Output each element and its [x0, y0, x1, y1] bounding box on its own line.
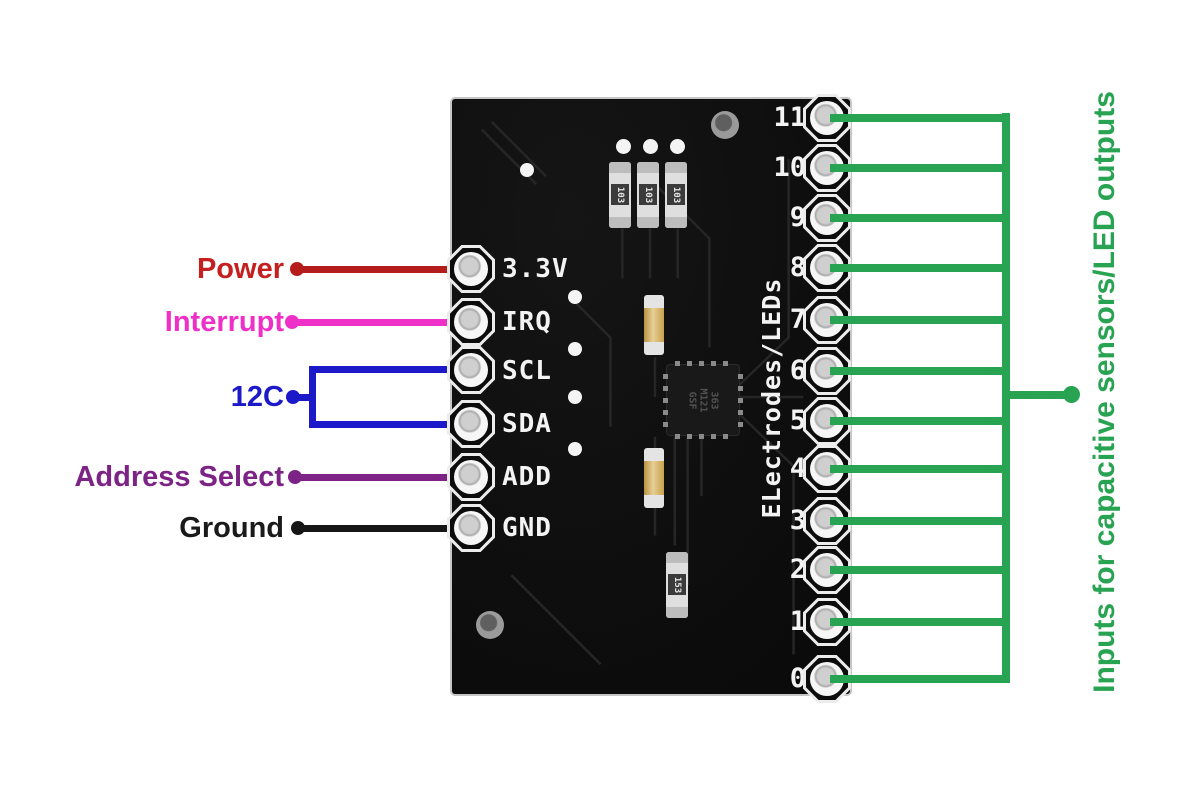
electrodes-leds-silkscreen: ELectrodes/LEDs: [757, 277, 786, 519]
electrode-bus-stub: [1008, 391, 1068, 399]
mounting-hole: [476, 611, 504, 639]
header-pin-4: [803, 445, 851, 493]
pin-number-3: 3: [789, 505, 806, 536]
mounting-hole: [711, 111, 739, 139]
via: [568, 442, 582, 456]
mpr121-chip: 363 M121 GSF: [663, 361, 743, 439]
via: [568, 390, 582, 404]
header-pin-3v3: [447, 245, 495, 293]
electrode-line-3: [830, 517, 1008, 525]
resistor: 153: [666, 552, 688, 618]
pin-number-4: 4: [789, 453, 806, 484]
i2c-label: 12C: [230, 381, 284, 413]
via: [616, 139, 631, 154]
i2c-bracket-vertical: [309, 366, 316, 428]
pcb-board: 103 103 103 153: [450, 97, 852, 696]
electrode-line-0: [830, 675, 1008, 683]
electrode-line-11: [830, 114, 1008, 122]
resistor-marking: 153: [671, 576, 682, 593]
electrode-line-4: [830, 465, 1008, 473]
pin-number-10: 10: [773, 152, 806, 183]
header-pin-gnd: [447, 504, 495, 552]
pin-label-irq: IRQ: [502, 307, 552, 337]
electrode-line-9: [830, 214, 1008, 222]
address-select-label: Address Select: [74, 461, 284, 493]
pin-number-11: 11: [773, 102, 806, 133]
pin-label-gnd: GND: [502, 513, 552, 543]
i2c-leader-stub: [290, 394, 316, 401]
header-pin-add: [447, 453, 495, 501]
electrode-line-7: [830, 316, 1008, 324]
interrupt-label: Interrupt: [164, 306, 284, 338]
resistor: 103: [665, 162, 687, 228]
ground-label: Ground: [179, 512, 284, 544]
electrode-line-5: [830, 417, 1008, 425]
capacitor: [644, 295, 664, 355]
pin-number-6: 6: [789, 355, 806, 386]
i2c-line-sda: [309, 421, 474, 428]
power-label: Power: [196, 253, 284, 285]
chip-marking: 363 M121 GSF: [686, 387, 720, 413]
via: [643, 139, 658, 154]
header-pin-6: [803, 347, 851, 395]
via: [568, 290, 582, 304]
electrode-line-6: [830, 367, 1008, 375]
header-pin-irq: [447, 298, 495, 346]
pin-number-8: 8: [789, 252, 806, 283]
interrupt-leader-line: [289, 319, 474, 326]
pin-number-5: 5: [789, 405, 806, 436]
resistor-marking: 103: [642, 186, 653, 203]
electrode-line-8: [830, 264, 1008, 272]
resistor-marking: 103: [670, 186, 681, 203]
resistor-marking: 103: [614, 186, 625, 203]
capacitor: [644, 448, 664, 508]
via: [520, 163, 534, 177]
pcb-traces: [480, 120, 804, 666]
electrode-line-1: [830, 618, 1008, 626]
pin-label-sda: SDA: [502, 409, 552, 439]
pin-label-3v3: 3.3V: [502, 254, 569, 284]
pin-number-7: 7: [789, 304, 806, 335]
resistor: 103: [637, 162, 659, 228]
via: [568, 342, 582, 356]
header-pin-sda: [447, 400, 495, 448]
inputs-annotation-label: Inputs for capacitive sensors/LED output…: [1088, 91, 1121, 693]
pin-number-0: 0: [789, 663, 806, 694]
pin-number-1: 1: [789, 606, 806, 637]
electrode-line-2: [830, 566, 1008, 574]
power-leader-line: [294, 266, 474, 273]
address-leader-line: [292, 474, 474, 481]
electrode-line-10: [830, 164, 1008, 172]
pin-label-scl: SCL: [502, 356, 552, 386]
ground-leader-line: [295, 525, 474, 532]
pin-label-add: ADD: [502, 462, 552, 492]
i2c-line-scl: [309, 366, 474, 373]
via: [670, 139, 685, 154]
pin-number-2: 2: [789, 554, 806, 585]
header-pin-scl: [447, 346, 495, 394]
electrode-bus-dot: [1063, 386, 1080, 403]
resistor: 103: [609, 162, 631, 228]
electrode-bus-bar: [1002, 113, 1010, 683]
pin-number-9: 9: [789, 202, 806, 233]
